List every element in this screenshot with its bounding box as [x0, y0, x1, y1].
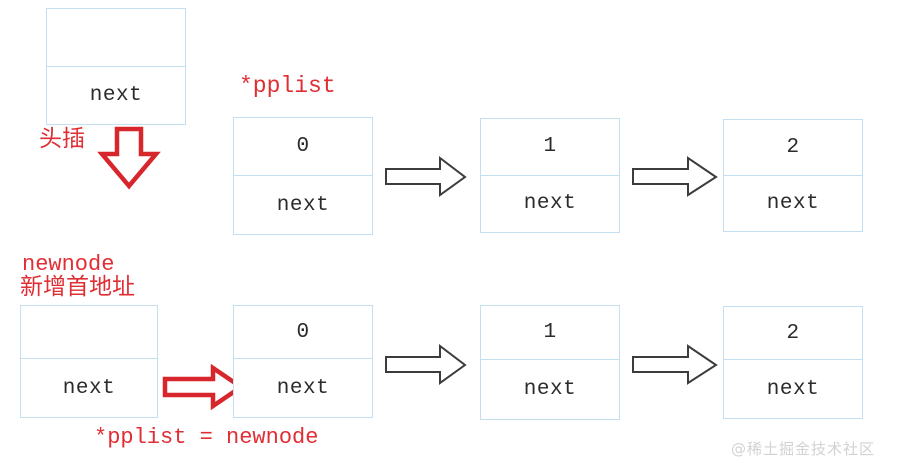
node-top-0: 0 next	[233, 117, 373, 235]
assignment-caption: *pplist = newnode	[94, 425, 319, 450]
node-bottom-0: 0 next	[233, 305, 373, 418]
node-data-cell	[21, 306, 157, 360]
newnode-cn-label: 新增首地址	[20, 274, 135, 300]
arrow-right-dark-top-2	[632, 156, 718, 197]
node-top-2: 2 next	[723, 119, 863, 232]
pplist-label-top: *pplist	[239, 73, 336, 99]
node-next-cell: next	[89, 83, 143, 107]
node-next-cell: next	[523, 192, 577, 216]
head-insert-label: 头插	[39, 126, 85, 152]
node-bottom-2: 2 next	[723, 306, 863, 419]
arrow-right-dark-bottom-2	[632, 344, 718, 385]
watermark: @稀土掘金技术社区	[731, 440, 876, 458]
node-data-cell	[47, 9, 185, 67]
node-data-cell: 1	[481, 119, 619, 176]
node-next-cell: next	[766, 191, 820, 215]
newnode-label: newnode	[22, 252, 115, 277]
node-top-1: 1 next	[480, 118, 620, 233]
node-data-cell: 2	[724, 120, 862, 176]
arrow-down-red	[97, 126, 161, 190]
node-bottom-1: 1 next	[480, 305, 620, 420]
node-data-cell: 0	[234, 306, 372, 360]
arrow-right-dark-top-1	[385, 155, 467, 197]
node-next-cell: next	[523, 378, 577, 402]
node-data-cell: 2	[724, 307, 862, 361]
arrow-right-red	[162, 363, 246, 411]
node-data-cell: 0	[234, 118, 372, 176]
node-next-cell: next	[766, 377, 820, 401]
node-next-cell: next	[62, 376, 116, 400]
arrow-right-dark-bottom-1	[385, 343, 467, 385]
node-next-cell: next	[276, 376, 330, 400]
node-detached-top: next	[46, 8, 186, 125]
node-bottom-newnode: next	[20, 305, 158, 418]
node-next-cell: next	[276, 193, 330, 217]
node-data-cell: 1	[481, 306, 619, 361]
